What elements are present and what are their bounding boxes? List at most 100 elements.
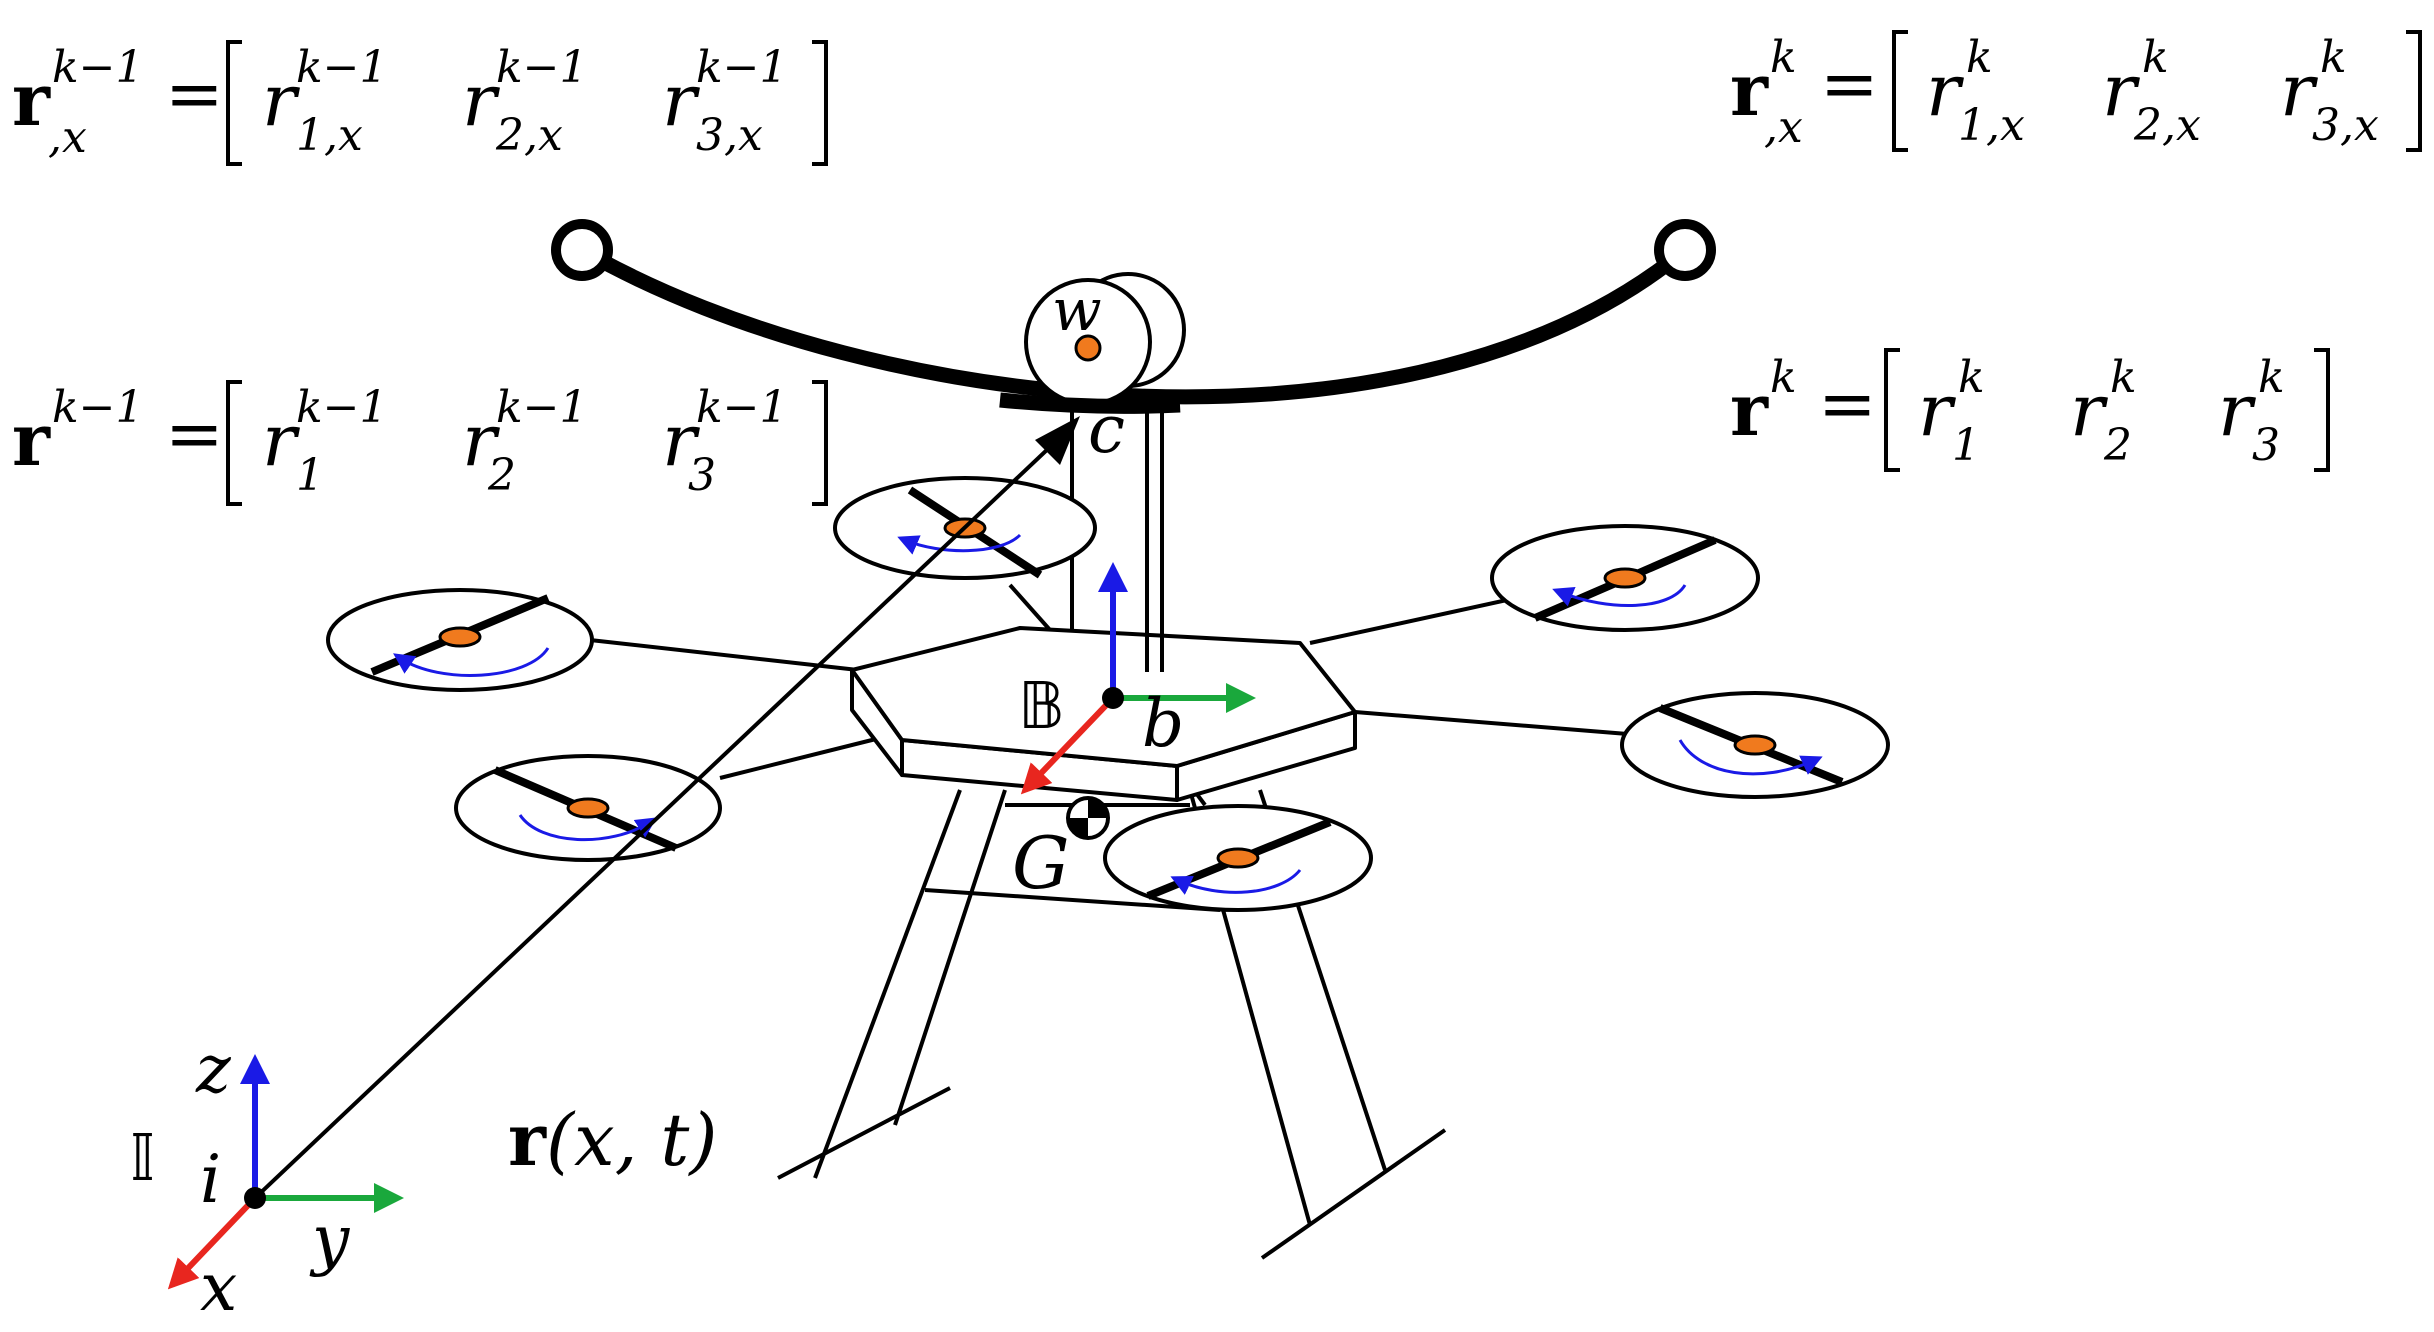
bracket-left xyxy=(226,40,242,166)
eq-entry-2-sup: k−1 xyxy=(496,42,588,93)
label-body-origin: b xyxy=(1142,685,1184,762)
position-vector xyxy=(253,428,1070,1200)
eq-entry-3-sup: k xyxy=(2320,32,2347,83)
eq-entry-1-sup: k−1 xyxy=(296,42,388,93)
rotation-arrow-icon xyxy=(393,647,550,677)
bracket-left xyxy=(1884,348,1900,472)
eq-entry-2-sup: k xyxy=(2110,352,2137,403)
hexagonal-body xyxy=(850,626,1357,802)
label-cable-function-r: r xyxy=(508,1097,547,1182)
body-axis-x xyxy=(1020,695,1116,795)
eq-equals: = xyxy=(1820,43,1879,125)
label-inertial-origin: i xyxy=(200,1141,221,1218)
eq-entry-3-sup: k xyxy=(2258,352,2285,403)
equation-r-prev: r k−1 = r k−1 1 r k−1 2 r k−1 3 xyxy=(12,380,828,506)
center-of-gravity-icon xyxy=(1066,796,1110,840)
label-body-frame: 𝔹 xyxy=(1018,670,1065,744)
bracket-right xyxy=(812,40,828,166)
label-cable-point: c xyxy=(1088,391,1125,468)
bracket-right xyxy=(2406,30,2422,152)
rotor-right-front xyxy=(1620,691,1890,799)
eq-entry-2: r xyxy=(2070,368,2108,452)
eq-entry-3-sub: 3 xyxy=(2252,420,2280,471)
eq-entry-1-sup: k xyxy=(1958,352,1985,403)
rotation-arrow-icon xyxy=(1552,584,1687,607)
eq-entry-3-sub: 3 xyxy=(688,450,716,501)
inertial-frame-axes xyxy=(167,1054,404,1290)
rotor-right-back xyxy=(1490,524,1760,632)
cable-end-right xyxy=(1654,219,1716,281)
frame-arms xyxy=(589,583,1641,807)
eq-entry-3: r xyxy=(662,398,700,482)
eq-entry-1: r xyxy=(262,58,300,142)
eq-lhs-symbol: r xyxy=(1730,367,1769,452)
label-gravity-center: G xyxy=(1012,821,1070,905)
eq-entry-1-sup: k−1 xyxy=(296,382,388,433)
eq-entry-2-sup: k xyxy=(2142,32,2169,83)
eq-lhs-symbol: r xyxy=(12,397,51,482)
cable xyxy=(574,242,1693,405)
winch-hub xyxy=(1074,334,1102,362)
label-axis-x: x xyxy=(200,1249,237,1326)
rotation-arrow-icon xyxy=(518,814,658,842)
bracket-right xyxy=(812,380,828,506)
eq-lhs-sup: k xyxy=(1770,32,1797,83)
equation-r-x-prev: r k−1 ,x = r k−1 1,x r k−1 2,x r k−1 3,x xyxy=(12,40,828,166)
eq-lhs-sup: k−1 xyxy=(52,42,144,93)
position-vector-arrowhead xyxy=(1035,416,1080,465)
eq-equals: = xyxy=(165,393,224,475)
eq-equals: = xyxy=(165,53,224,135)
label-axis-z: z xyxy=(195,1031,232,1108)
cable-end-left xyxy=(551,219,613,281)
eq-entry-2-sub: 2 xyxy=(487,450,516,501)
eq-lhs-symbol: r xyxy=(12,57,51,142)
eq-entry-2-sub: 2,x xyxy=(2133,100,2201,151)
eq-entry-3: r xyxy=(2218,368,2256,452)
body-frame-axes xyxy=(1020,562,1256,795)
eq-entry-3-sub: 3,x xyxy=(696,110,763,161)
eq-entry-2-sub: 2,x xyxy=(495,110,563,161)
label-cable-function-args: (x, t) xyxy=(546,1098,718,1182)
eq-entry-3-sub: 3,x xyxy=(2312,100,2379,151)
rotation-arrow-icon xyxy=(1678,739,1823,776)
eq-entry-3: r xyxy=(662,58,700,142)
rotor-left-front xyxy=(454,754,722,862)
rotation-arrow-icon xyxy=(897,533,1022,555)
rotor-front-center xyxy=(1103,804,1373,912)
eq-entry-1-sub: 1,x xyxy=(1958,100,2025,151)
cable-over-drum xyxy=(999,392,1181,414)
equation-r-curr: r k = r k 1 r k 2 r k 3 xyxy=(1730,348,2330,472)
rotor-left-back xyxy=(326,588,594,692)
eq-entry-1-sub: 1 xyxy=(1952,420,1980,471)
winch-mast xyxy=(1024,272,1186,672)
eq-entry-3-sup: k−1 xyxy=(696,382,788,433)
inertial-axis-x xyxy=(167,1195,258,1290)
eq-entry-1-sub: 1 xyxy=(296,450,324,501)
eq-entry-1: r xyxy=(1918,368,1956,452)
label-inertial-frame: 𝕀 xyxy=(130,1122,155,1196)
body-origin-dot xyxy=(1102,687,1124,709)
eq-lhs-sup: k xyxy=(1770,352,1797,403)
eq-equals: = xyxy=(1818,363,1877,445)
eq-entry-1: r xyxy=(262,398,300,482)
eq-entry-3: r xyxy=(2280,48,2318,132)
eq-entry-1-sup: k xyxy=(1966,32,1993,83)
label-axis-y: y xyxy=(309,1201,350,1278)
eq-lhs-sub: ,x xyxy=(1764,102,1803,153)
eq-entry-2-sub: 2 xyxy=(2103,420,2132,471)
eq-lhs-sup: k−1 xyxy=(52,382,144,433)
eq-entry-2: r xyxy=(462,58,500,142)
eq-lhs-sub: ,x xyxy=(48,112,87,163)
label-winch: w xyxy=(1052,276,1102,344)
eq-lhs-symbol: r xyxy=(1730,47,1769,132)
bracket-left xyxy=(226,380,242,506)
bracket-right xyxy=(2314,348,2330,472)
eq-entry-2: r xyxy=(462,398,500,482)
label-cable-function: r(x, t) xyxy=(508,1097,717,1182)
eq-entry-2: r xyxy=(2102,48,2140,132)
eq-entry-3-sup: k−1 xyxy=(696,42,788,93)
rotation-arrow-icon xyxy=(1170,869,1302,895)
inertial-origin-dot xyxy=(244,1187,266,1209)
bracket-left xyxy=(1892,30,1908,152)
